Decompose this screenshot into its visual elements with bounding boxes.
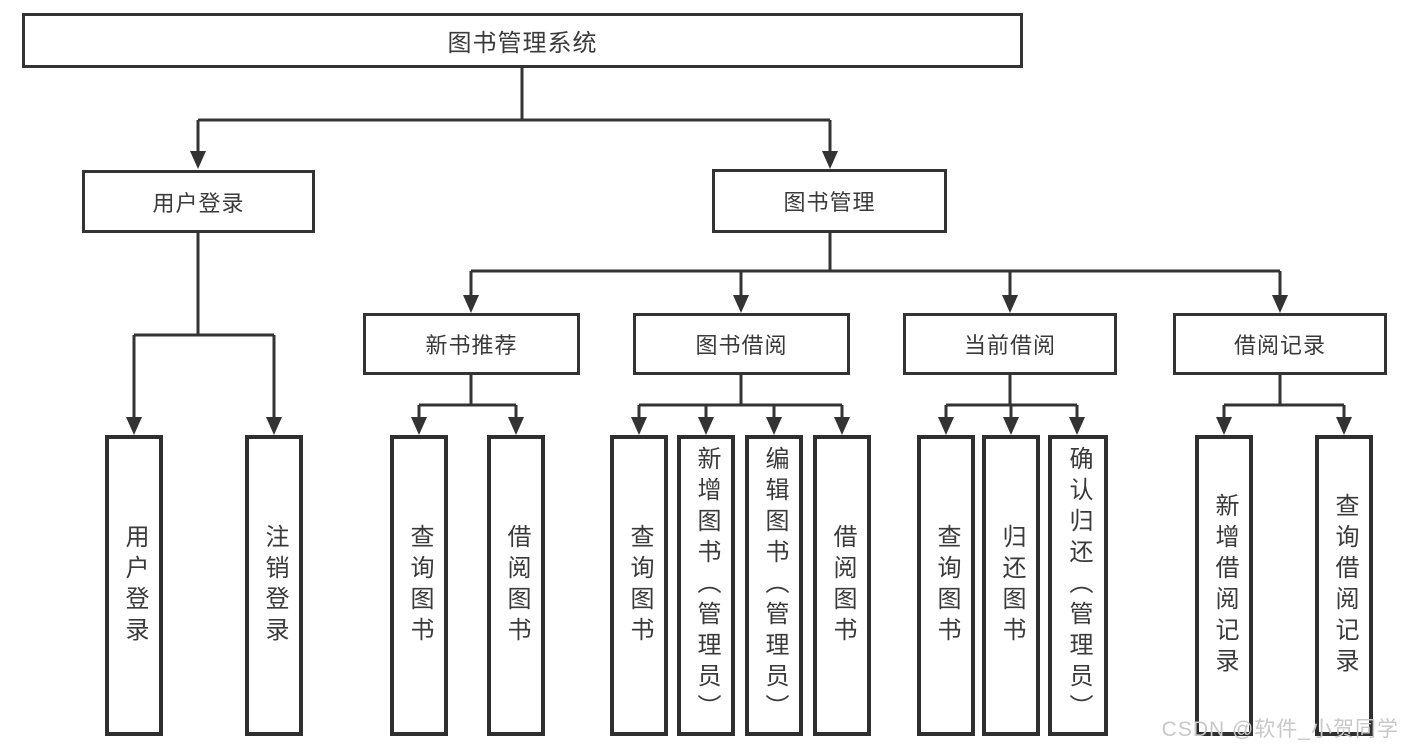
node-new-book-recommend: 新书推荐: [363, 313, 580, 375]
leaf-records-add-record: 新增借阅记录: [1195, 435, 1253, 736]
arrowhead-icons: [126, 151, 1352, 435]
leaf-logout: 注销登录: [245, 435, 303, 736]
leaf-borrow-add-books-admin: 新增图书（管理员）: [677, 435, 735, 736]
node-borrow-records: 借阅记录: [1173, 313, 1387, 375]
node-book-borrow: 图书借阅: [633, 313, 850, 375]
leaf-label: 确认归还（管理员）: [1065, 446, 1092, 725]
leaf-current-query-books: 查询图书: [917, 435, 975, 736]
leaf-label: 借阅图书: [829, 523, 856, 648]
leaf-label: 借阅图书: [503, 523, 530, 648]
leaf-records-query-record: 查询借阅记录: [1315, 435, 1373, 736]
csdn-watermark: CSDN @软件_小贺同学: [1161, 718, 1399, 741]
node-book-management: 图书管理: [712, 169, 947, 233]
leaf-borrow-borrow-books: 借阅图书: [813, 435, 871, 736]
leaf-borrow-edit-books-admin: 编辑图书（管理员）: [745, 435, 803, 736]
leaf-label: 查询图书: [406, 523, 433, 648]
node-user-login: 用户登录: [82, 170, 315, 233]
leaf-label: 查询图书: [933, 523, 960, 648]
leaf-current-return-books: 归还图书: [982, 435, 1040, 736]
leaf-newbook-borrow-books: 借阅图书: [487, 435, 545, 736]
leaf-label: 用户登录: [121, 523, 148, 648]
leaf-label: 新增图书（管理员）: [693, 446, 720, 725]
leaf-label: 新增借阅记录: [1211, 492, 1238, 679]
leaf-label: 编辑图书（管理员）: [761, 446, 788, 725]
leaf-current-confirm-return-admin: 确认归还（管理员）: [1048, 435, 1108, 736]
leaf-borrow-query-books: 查询图书: [610, 435, 668, 736]
node-root: 图书管理系统: [22, 13, 1023, 68]
leaf-label: 归还图书: [998, 523, 1025, 648]
leaf-label: 查询图书: [626, 523, 653, 648]
leaf-label: 注销登录: [261, 523, 288, 648]
node-current-borrow: 当前借阅: [903, 313, 1117, 375]
leaf-user-login: 用户登录: [105, 435, 163, 736]
leaf-label: 查询借阅记录: [1331, 492, 1358, 679]
leaf-newbook-query-books: 查询图书: [390, 435, 448, 736]
